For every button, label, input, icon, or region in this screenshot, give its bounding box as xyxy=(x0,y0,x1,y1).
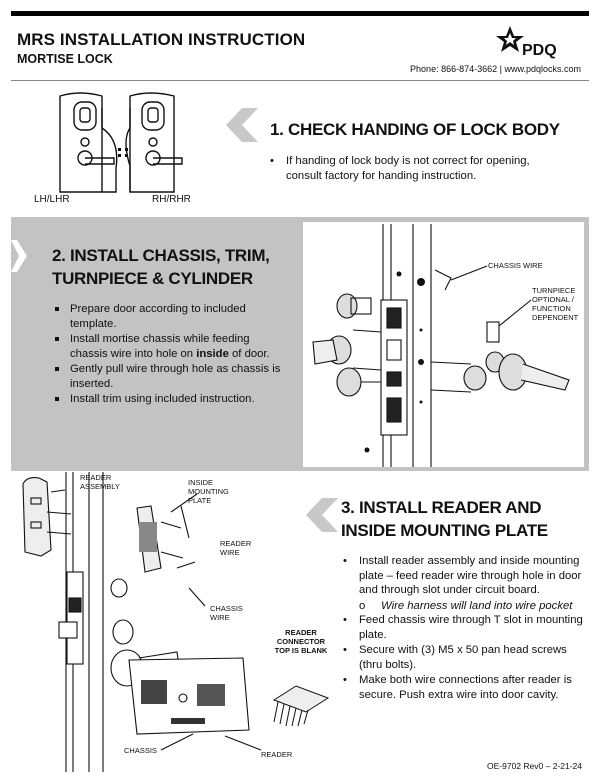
callout-reader-connector: READER CONNECTOR TOP IS BLANK xyxy=(274,628,328,655)
step3-bullet: Secure with (3) M5 x 50 pan head screws … xyxy=(341,643,587,672)
step1-title: 1. CHECK HANDING OF LOCK BODY xyxy=(270,120,560,139)
reader-install-diagram xyxy=(22,472,262,772)
step1-bullets: If handing of lock body is not correct f… xyxy=(268,154,558,184)
step2-bullet2-emphasis: inside xyxy=(196,347,229,360)
step2-bullet2-tail: of door. xyxy=(228,347,270,360)
handing-label-right: RH/RHR xyxy=(152,194,191,205)
step3-bullet: Feed chassis wire through T slot in moun… xyxy=(341,613,587,642)
callout-chassis: CHASSIS xyxy=(124,746,157,755)
callout-turnpiece: TURNPIECE OPTIONAL / FUNCTION DEPENDENT xyxy=(532,286,579,322)
document-subtitle: MORTISE LOCK xyxy=(17,52,113,66)
step3-title-line1: 3. INSTALL READER AND xyxy=(341,498,542,517)
step3-instructions: Install reader assembly and inside mount… xyxy=(341,554,587,703)
chassis-trim-diagram xyxy=(312,224,570,467)
handing-diagram xyxy=(59,92,183,193)
step3-bullets-rest: Feed chassis wire through T slot in moun… xyxy=(341,613,587,702)
step1-bullet: If handing of lock body is not correct f… xyxy=(268,154,558,183)
handing-label-left: LH/LHR xyxy=(34,194,70,205)
step2-bullet: Gently pull wire through hole as chassis… xyxy=(52,362,290,391)
step1-chevron-icon xyxy=(226,108,258,142)
step2-title: 2. INSTALL CHASSIS, TRIM, TURNPIECE & CY… xyxy=(52,244,270,290)
callout-reader: READER xyxy=(261,750,293,759)
step2-bullet: Install trim using included instruction. xyxy=(52,392,290,407)
step3-title: 3. INSTALL READER AND INSIDE MOUNTING PL… xyxy=(341,496,548,542)
document-number: OE-9702 Rev0 – 2-21-24 xyxy=(487,761,582,771)
step2-bullet: Install mortise chassis while feeding ch… xyxy=(52,332,290,361)
step2-title-line1: 2. INSTALL CHASSIS, TRIM, xyxy=(52,246,270,265)
step2-chevron-icon xyxy=(11,240,27,272)
pdq-logo: PDQ xyxy=(496,26,557,59)
document-title: MRS INSTALLATION INSTRUCTION xyxy=(17,30,306,49)
step3-bullets: Install reader assembly and inside mount… xyxy=(341,554,587,598)
callout-chassis-wire-step3: CHASSIS WIRE xyxy=(210,604,243,622)
callout-reader-assembly: READER ASSEMBLY xyxy=(80,473,120,491)
step3-bullet: Make both wire connections after reader … xyxy=(341,673,587,702)
step2-bullets: Prepare door according to included templ… xyxy=(52,302,290,408)
svg-text:PDQ: PDQ xyxy=(522,42,557,59)
callout-reader-wire: READER WIRE xyxy=(220,539,252,557)
header-divider xyxy=(11,80,589,81)
contact-info: Phone: 866-874-3662 | www.pdqlocks.com xyxy=(410,64,581,74)
step3-chevron-icon xyxy=(306,498,338,532)
step3-bullet: Install reader assembly and inside mount… xyxy=(341,554,587,598)
step2-title-line2: TURNPIECE & CYLINDER xyxy=(52,269,253,288)
sub-item-text: Wire harness will land into wire pocket xyxy=(381,599,573,612)
step3-sub-item: o Wire harness will land into wire pocket xyxy=(359,599,587,614)
step2-bullet2-text: Install mortise chassis while feeding ch… xyxy=(70,333,250,360)
step3-title-line2: INSIDE MOUNTING PLATE xyxy=(341,521,548,540)
connector-diagram xyxy=(272,685,330,727)
sub-item-marker: o xyxy=(359,599,366,612)
callout-inside-plate: INSIDE MOUNTING PLATE xyxy=(188,478,229,505)
step2-bullet: Prepare door according to included templ… xyxy=(52,302,290,331)
callout-chassis-wire: CHASSIS WIRE xyxy=(488,261,543,270)
header-rule xyxy=(11,11,589,16)
